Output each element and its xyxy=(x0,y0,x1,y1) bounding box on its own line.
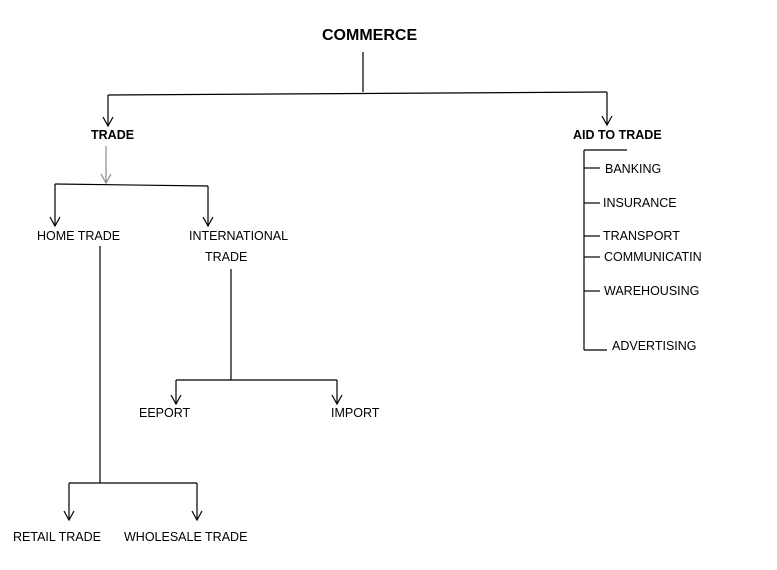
aid-item-warehousing: WAREHOUSING xyxy=(604,284,700,298)
aid-item-banking: BANKING xyxy=(605,162,662,176)
international-trade-label-line1: INTERNATIONAL xyxy=(189,229,289,243)
import-label: IMPORT xyxy=(331,406,380,420)
trade-trunk-arrow xyxy=(100,173,112,185)
wholesale-trade-label: WHOLESALE TRADE xyxy=(124,530,248,544)
commerce-label: COMMERCE xyxy=(322,27,418,44)
home-trade-arrow xyxy=(49,216,61,228)
aid-arrow xyxy=(601,115,613,127)
aid-to-trade-label: AID TO TRADE xyxy=(573,128,662,142)
import-arrow xyxy=(331,394,343,406)
international-trade-label-line2: TRADE xyxy=(205,250,248,264)
export-label: EEPORT xyxy=(139,406,191,420)
trade-arrow xyxy=(102,116,114,128)
retail-arrow xyxy=(63,510,75,522)
aid-item-insurance: INSURANCE xyxy=(603,196,677,210)
aid-item-communication: COMMUNICATIN xyxy=(604,250,702,264)
home-trade-label: HOME TRADE xyxy=(37,229,121,243)
wholesale-arrow xyxy=(191,510,203,522)
international-arrow xyxy=(202,216,214,228)
aid-item-transport: TRANSPORT xyxy=(603,229,680,243)
trade-branch-line xyxy=(54,183,209,187)
commerce-branch-line xyxy=(107,91,608,96)
export-arrow xyxy=(170,394,182,406)
trade-label: TRADE xyxy=(91,128,135,142)
retail-trade-label: RETAIL TRADE xyxy=(13,530,101,544)
aid-item-advertising: ADVERTISING xyxy=(612,339,697,353)
